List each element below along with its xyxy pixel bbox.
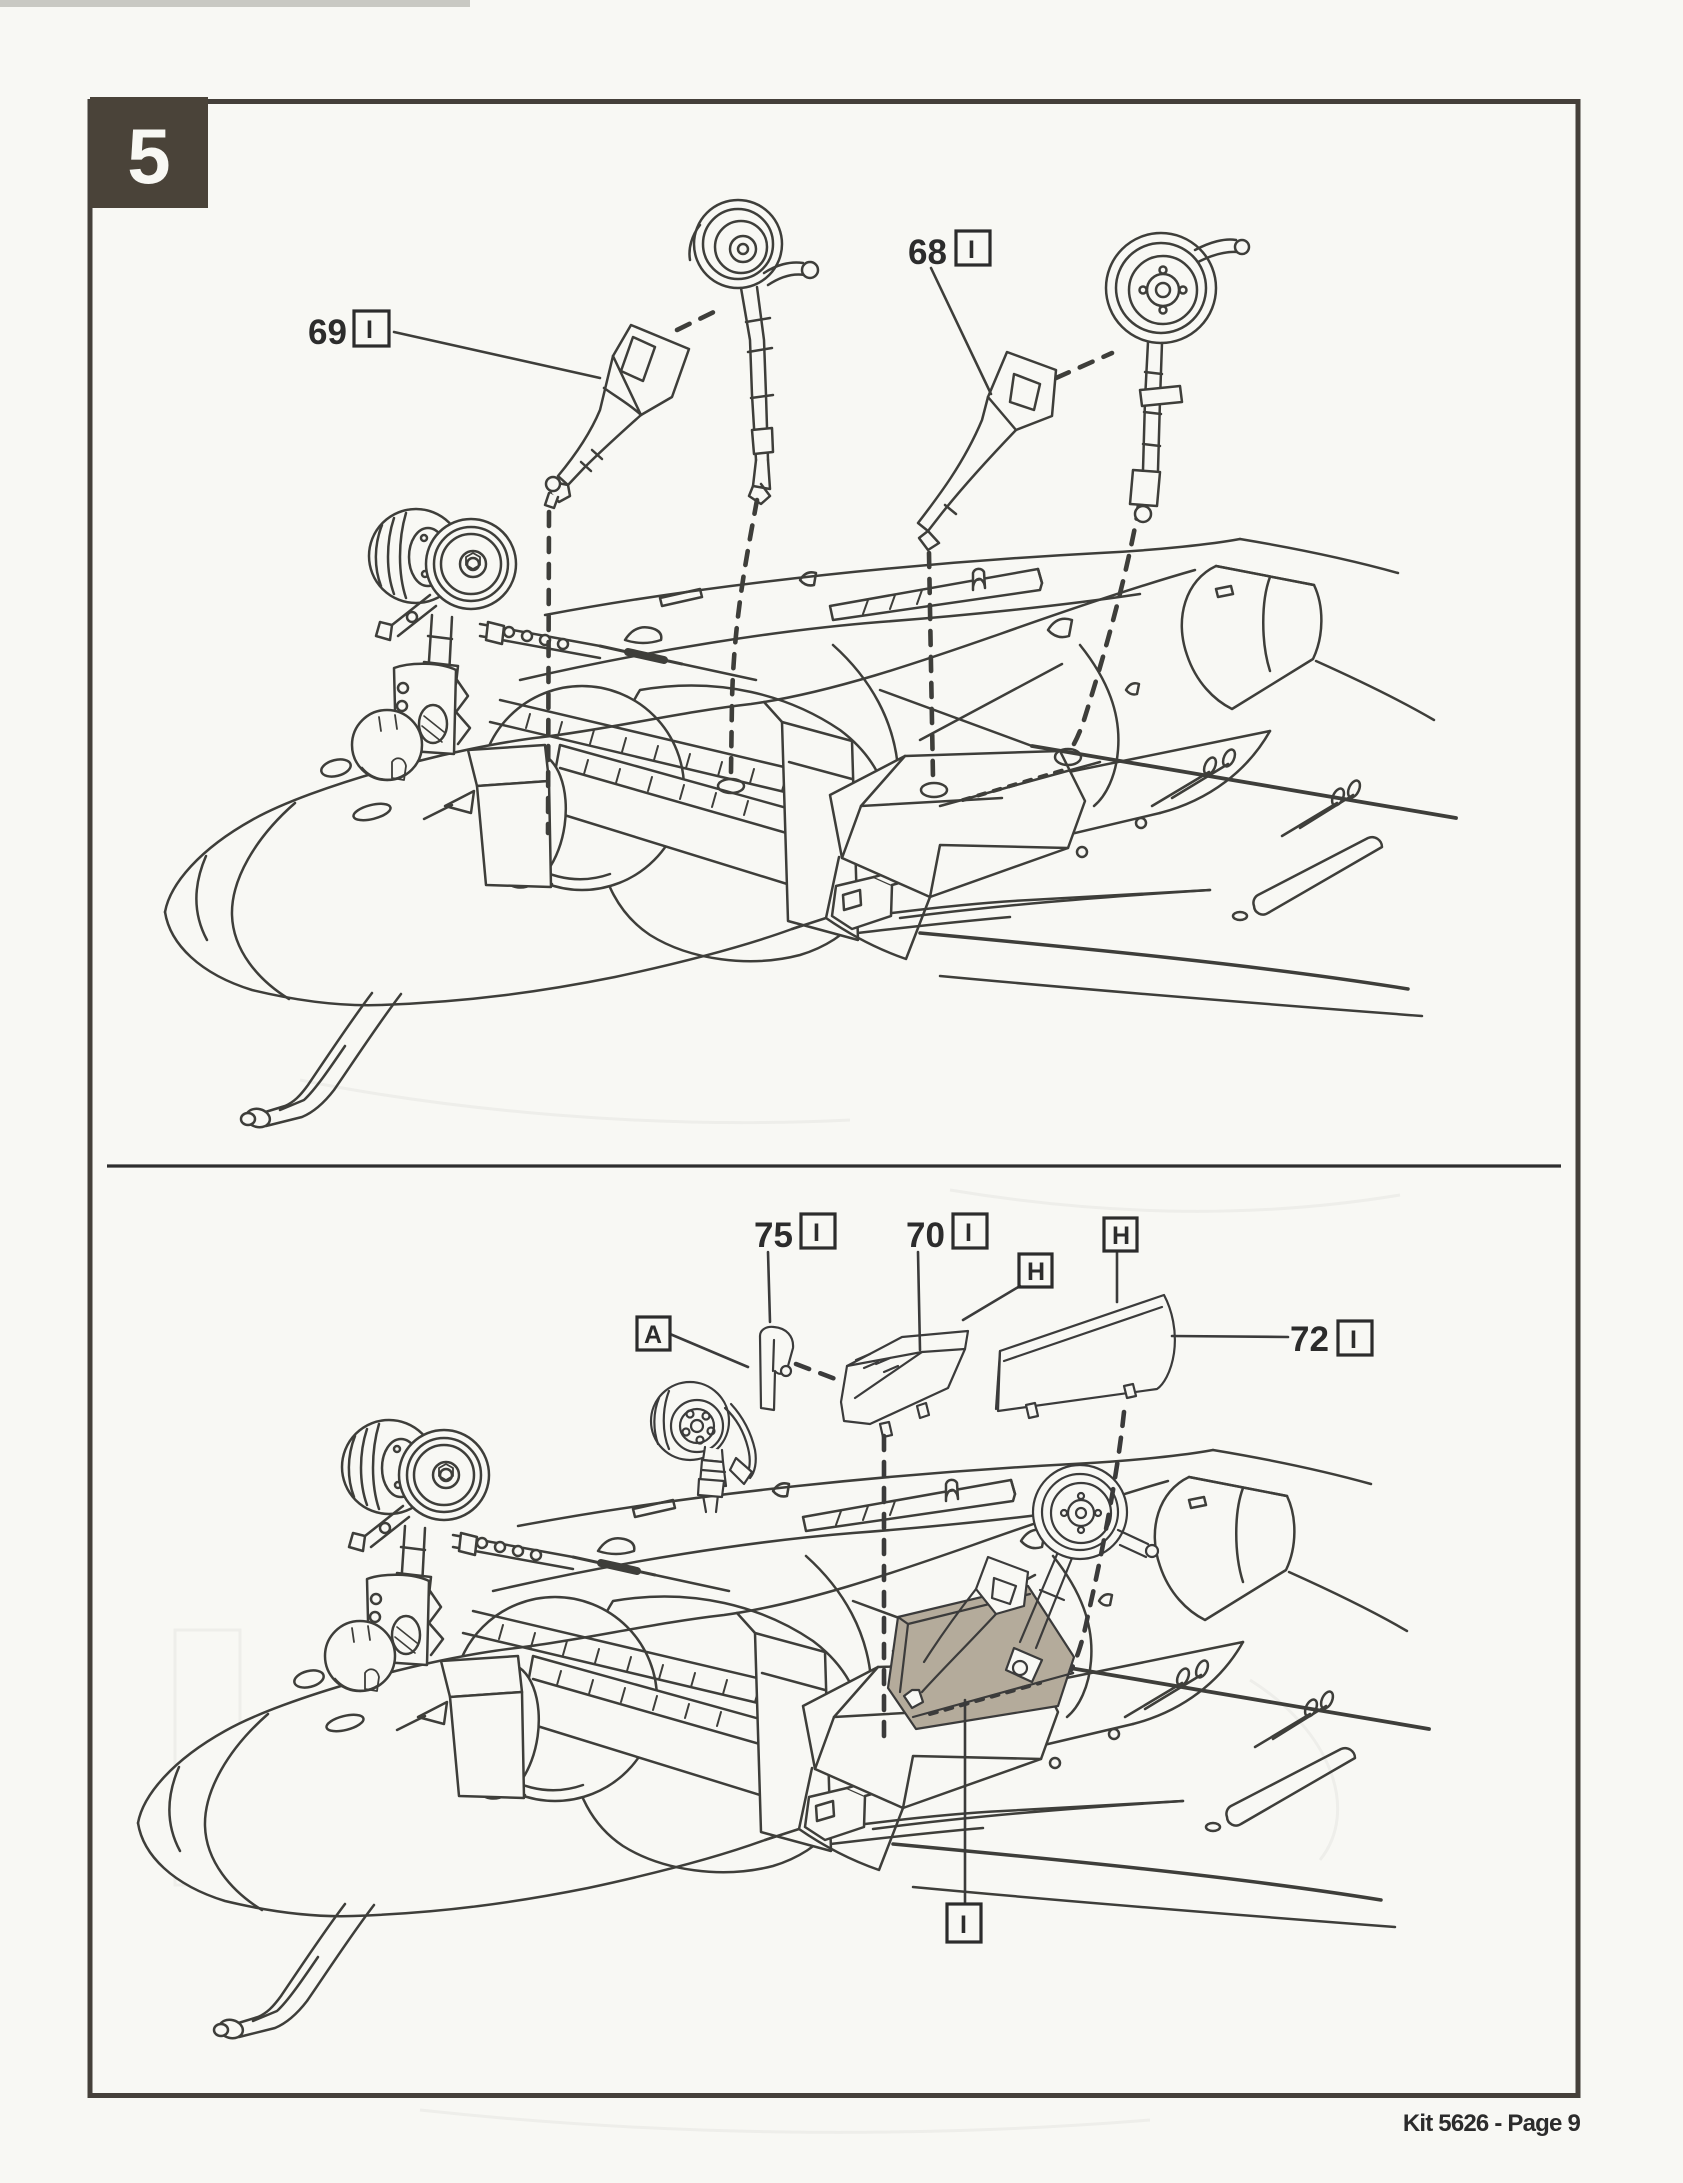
svg-text:75: 75 [754,1216,793,1255]
svg-text:68: 68 [908,233,947,272]
svg-text:I: I [965,1219,972,1247]
svg-text:I: I [813,1219,820,1247]
svg-text:H: H [1112,1222,1130,1250]
svg-text:72: 72 [1290,1320,1329,1359]
svg-text:H: H [1027,1258,1045,1286]
svg-text:I: I [968,236,975,264]
svg-text:I: I [1350,1326,1357,1354]
svg-text:69: 69 [308,313,347,352]
svg-text:A: A [644,1321,662,1349]
svg-text:I: I [960,1911,967,1939]
svg-text:5: 5 [127,112,170,200]
svg-text:I: I [366,316,373,344]
svg-text:Kit 5626 - Page 9: Kit 5626 - Page 9 [1403,2110,1581,2137]
svg-text:70: 70 [906,1216,945,1255]
